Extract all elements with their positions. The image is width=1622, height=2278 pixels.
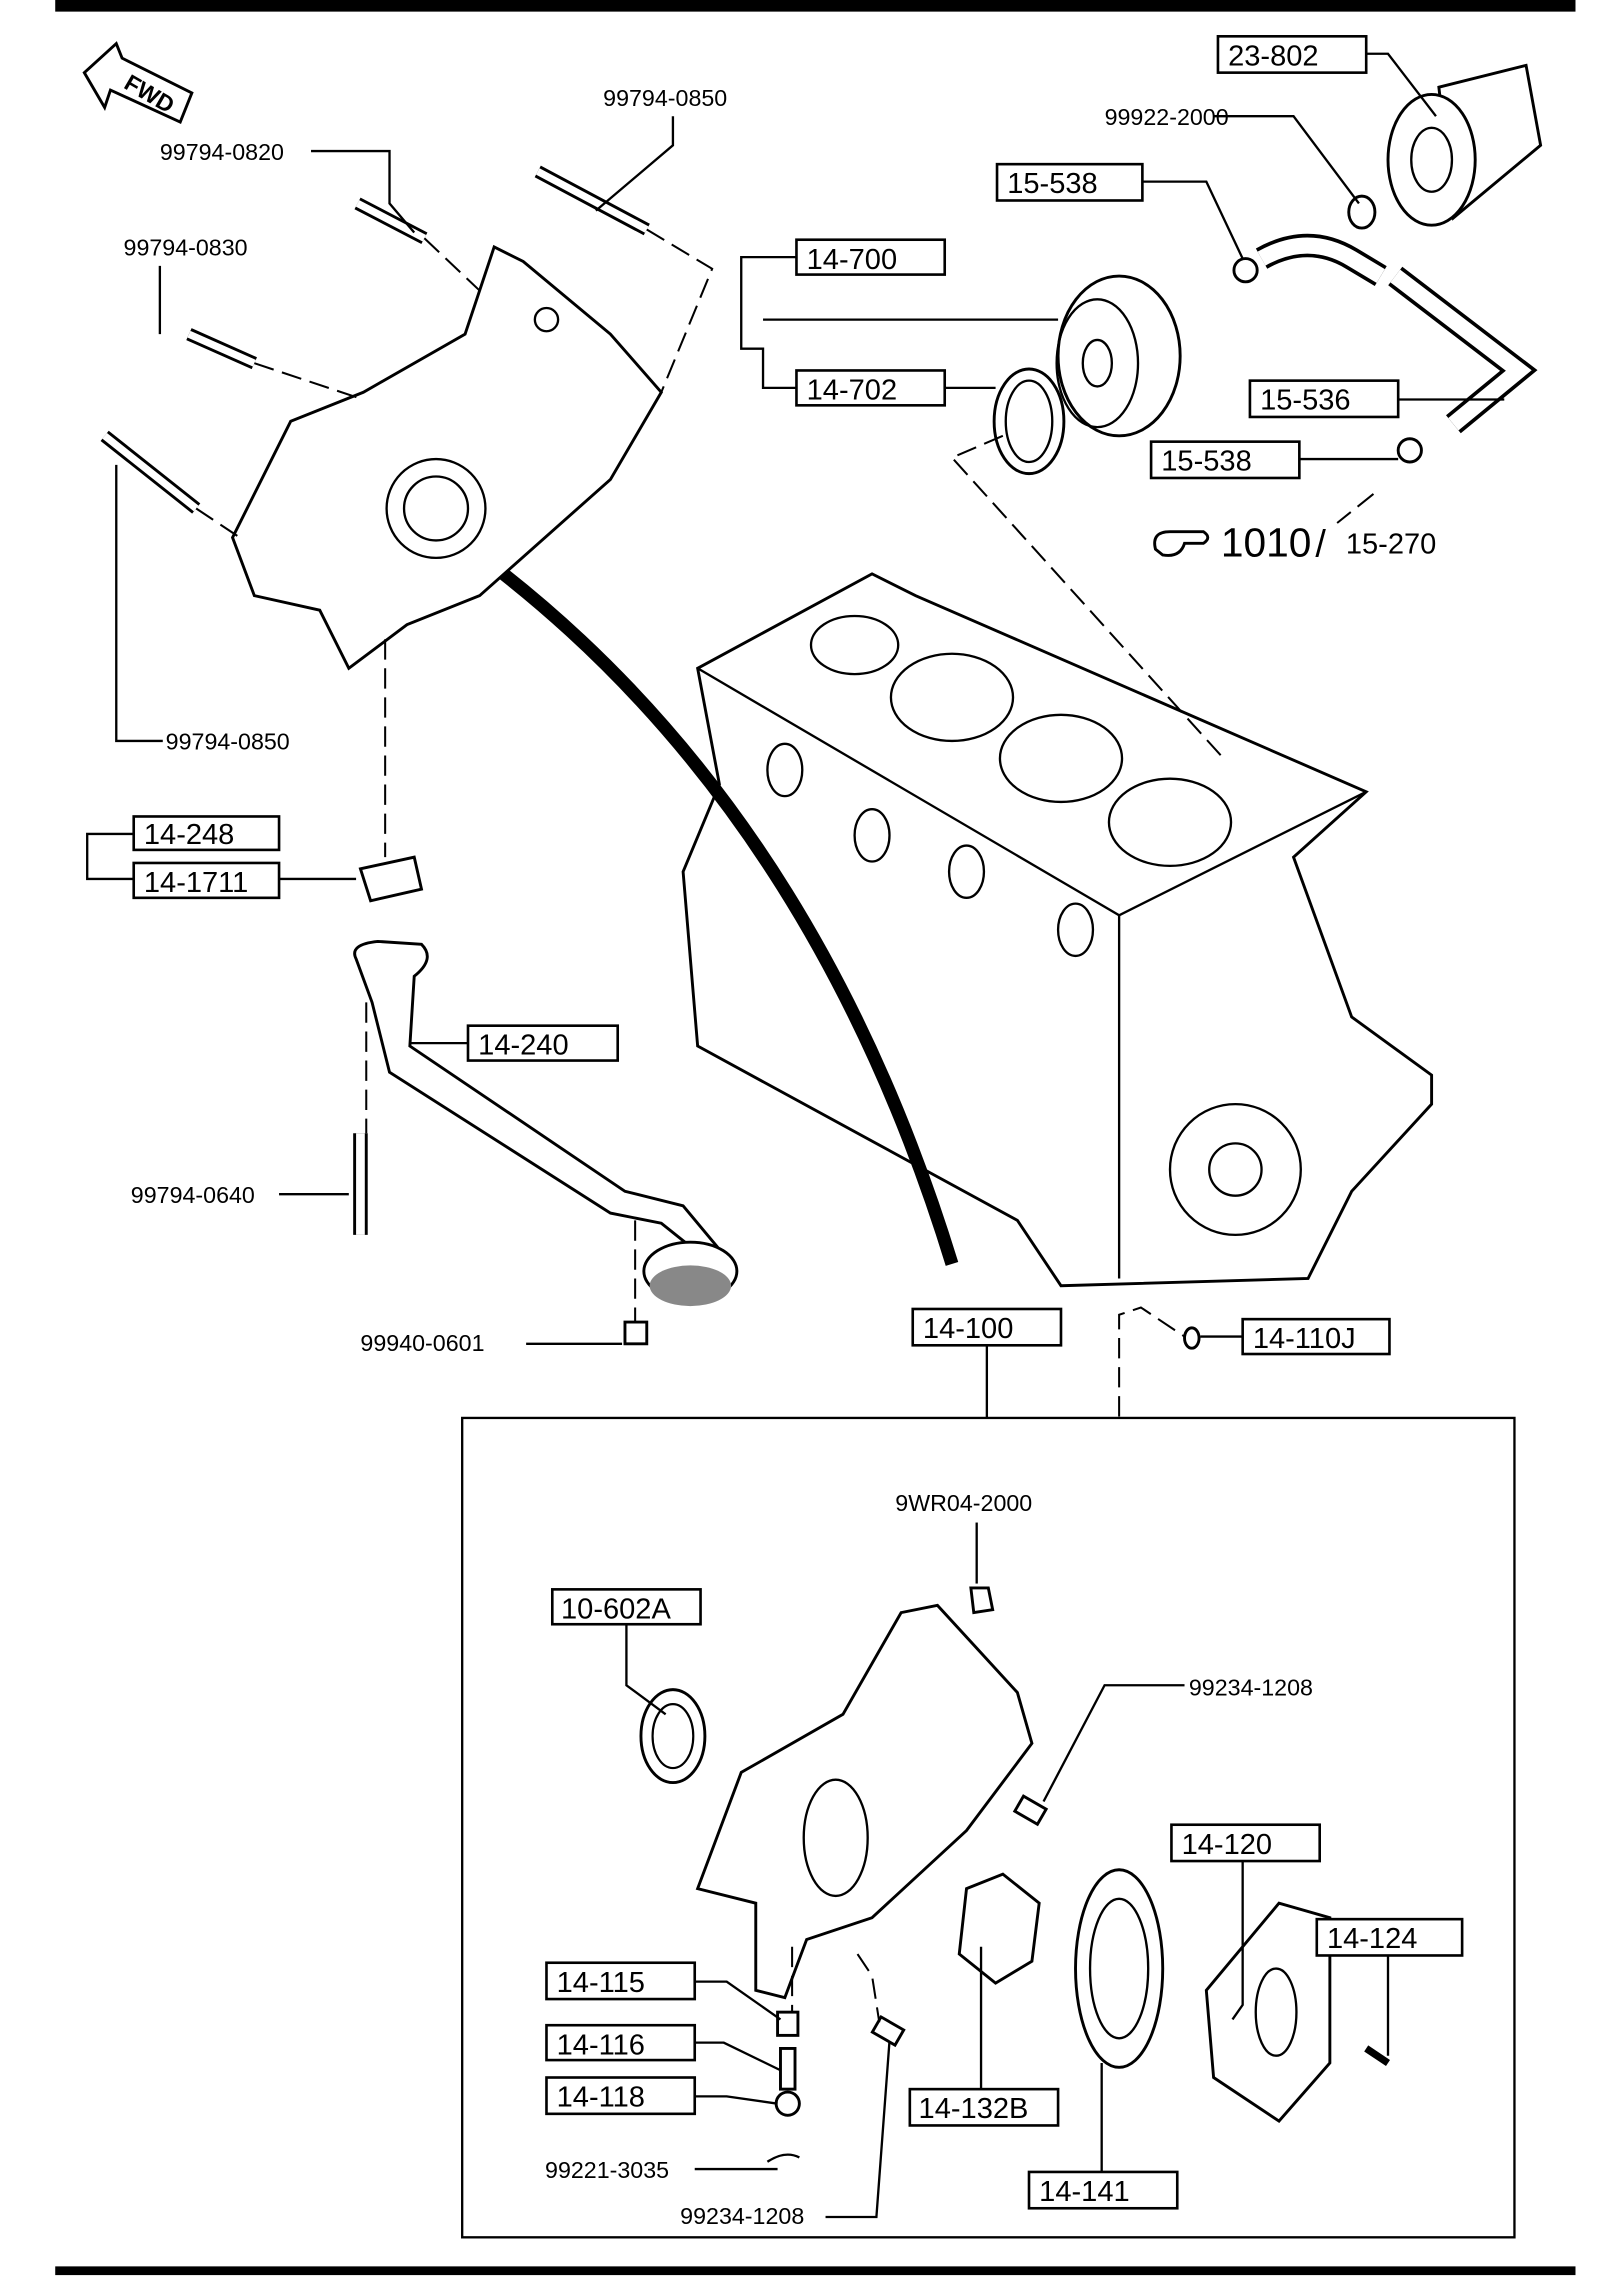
- label-text: 14-115: [557, 1967, 645, 1999]
- label-15-536[interactable]: 15-536: [1248, 379, 1400, 419]
- label-text: 14-110J: [1253, 1323, 1356, 1355]
- label-15-538-upper[interactable]: 15-538: [995, 162, 1144, 202]
- oil-pump-upper-drawing: [230, 244, 664, 671]
- label-text: 14-700: [807, 244, 897, 276]
- bolt-0830-drawing: [186, 328, 258, 370]
- label-text: 14-132B: [919, 2093, 1029, 2125]
- label-text: 14-240: [478, 1030, 568, 1062]
- label-text: 15-538: [1161, 446, 1251, 478]
- label-text: 14-124: [1327, 1923, 1417, 1955]
- label-text: 14-120: [1182, 1829, 1272, 1861]
- plug-drawing: [969, 1586, 995, 1615]
- oil-cooler-drawing: [992, 274, 1182, 476]
- part-number-bolt-left[interactable]: 99794-0850: [166, 729, 290, 755]
- label-14-240[interactable]: 14-240: [466, 1024, 620, 1062]
- label-23-802[interactable]: 23-802: [1216, 35, 1368, 74]
- part-number-bolt-top[interactable]: 99794-0850: [603, 85, 727, 111]
- part-number-filter-nut[interactable]: 99922-2000: [1105, 104, 1229, 130]
- inner-rotor-drawing: [957, 1872, 1041, 1985]
- part-number-bolt-0820[interactable]: 99794-0820: [160, 139, 284, 165]
- label-14-120[interactable]: 14-120: [1170, 1823, 1321, 1863]
- label-text: 14-702: [807, 375, 897, 407]
- bolt-0820-drawing: [354, 197, 428, 245]
- reference-sub: 15-270: [1346, 529, 1436, 561]
- label-15-538-lower[interactable]: 15-538: [1149, 440, 1301, 480]
- o-ring-drawing: [1183, 1326, 1201, 1350]
- part-number-plug[interactable]: 9WR04-2000: [895, 1490, 1032, 1516]
- label-text: 10-602A: [561, 1593, 671, 1625]
- label-14-132B[interactable]: 14-132B: [908, 2087, 1060, 2127]
- dowel-lower-drawing: [870, 2014, 906, 2048]
- oil-pump-body-drawing: [695, 1586, 1034, 2000]
- dowel-upper-drawing: [1012, 1794, 1049, 1827]
- bottom-border-bar: [55, 2266, 1576, 2276]
- fwd-arrow-icon: FWD: [82, 41, 194, 124]
- bolt-top-drawing: [534, 165, 650, 236]
- label-text: 14-100: [923, 1313, 1013, 1345]
- plunger-drawing: [776, 2010, 800, 2037]
- label-14-100[interactable]: 14-100: [911, 1307, 1063, 1347]
- cover-screw-drawing: [1364, 2045, 1391, 2067]
- label-text: 14-1711: [144, 867, 248, 899]
- cotter-pin-drawing: [766, 2153, 800, 2163]
- label-text: 23-802: [1228, 40, 1318, 72]
- label-14-1711[interactable]: 14-1711: [132, 861, 281, 900]
- label-14-110J[interactable]: 14-110J: [1241, 1317, 1391, 1356]
- label-14-702[interactable]: 14-702: [795, 369, 947, 407]
- label-14-141[interactable]: 14-141: [1027, 2170, 1179, 2210]
- spring-drawing: [779, 2047, 797, 2091]
- oil-strainer-drawing: [353, 855, 739, 1346]
- reference-main: 1010: [1221, 519, 1312, 565]
- label-14-124[interactable]: 14-124: [1315, 1917, 1464, 1957]
- label-text: 14-141: [1039, 2176, 1129, 2208]
- part-number-cotter-pin[interactable]: 99221-3035: [545, 2157, 669, 2183]
- part-number-dowel-upper[interactable]: 99234-1208: [1189, 1674, 1313, 1700]
- plug-118-drawing: [774, 2090, 801, 2117]
- reference-link[interactable]: 1010 / 15-270: [1153, 519, 1437, 565]
- part-number-dowel-lower[interactable]: 99234-1208: [680, 2203, 804, 2229]
- water-hose-drawing: [1232, 233, 1538, 464]
- pointing-hand-icon: [1153, 530, 1210, 557]
- bolt-left-drawing: [100, 430, 201, 514]
- label-text: 15-538: [1007, 168, 1097, 200]
- label-14-248[interactable]: 14-248: [132, 815, 281, 852]
- label-text: 15-536: [1260, 385, 1350, 417]
- label-10-602A[interactable]: 10-602A: [550, 1588, 702, 1626]
- label-14-116[interactable]: 14-116: [545, 2023, 697, 2062]
- outer-rotor-drawing: [1074, 1868, 1165, 2069]
- label-14-115[interactable]: 14-115: [545, 1961, 697, 2001]
- part-number-bolt-0830[interactable]: 99794-0830: [124, 235, 248, 261]
- part-number-strainer-nut[interactable]: 99940-0601: [360, 1330, 484, 1356]
- label-text: 14-248: [144, 819, 234, 851]
- label-14-700[interactable]: 14-700: [795, 238, 947, 276]
- part-number-strainer-bolt[interactable]: 99794-0640: [131, 1182, 255, 1208]
- pump-cover-drawing: [1204, 1901, 1332, 2124]
- svg-text:/: /: [1315, 523, 1326, 565]
- oil-filter-drawing: [1347, 63, 1543, 230]
- label-text: 14-116: [557, 2029, 645, 2061]
- top-border-bar: [55, 0, 1576, 12]
- cylinder-block-drawing: [490, 561, 1434, 1288]
- label-text: 14-118: [557, 2082, 645, 2114]
- oil-pump-components-frame: [461, 1416, 1516, 2239]
- label-14-118[interactable]: 14-118: [545, 2076, 697, 2116]
